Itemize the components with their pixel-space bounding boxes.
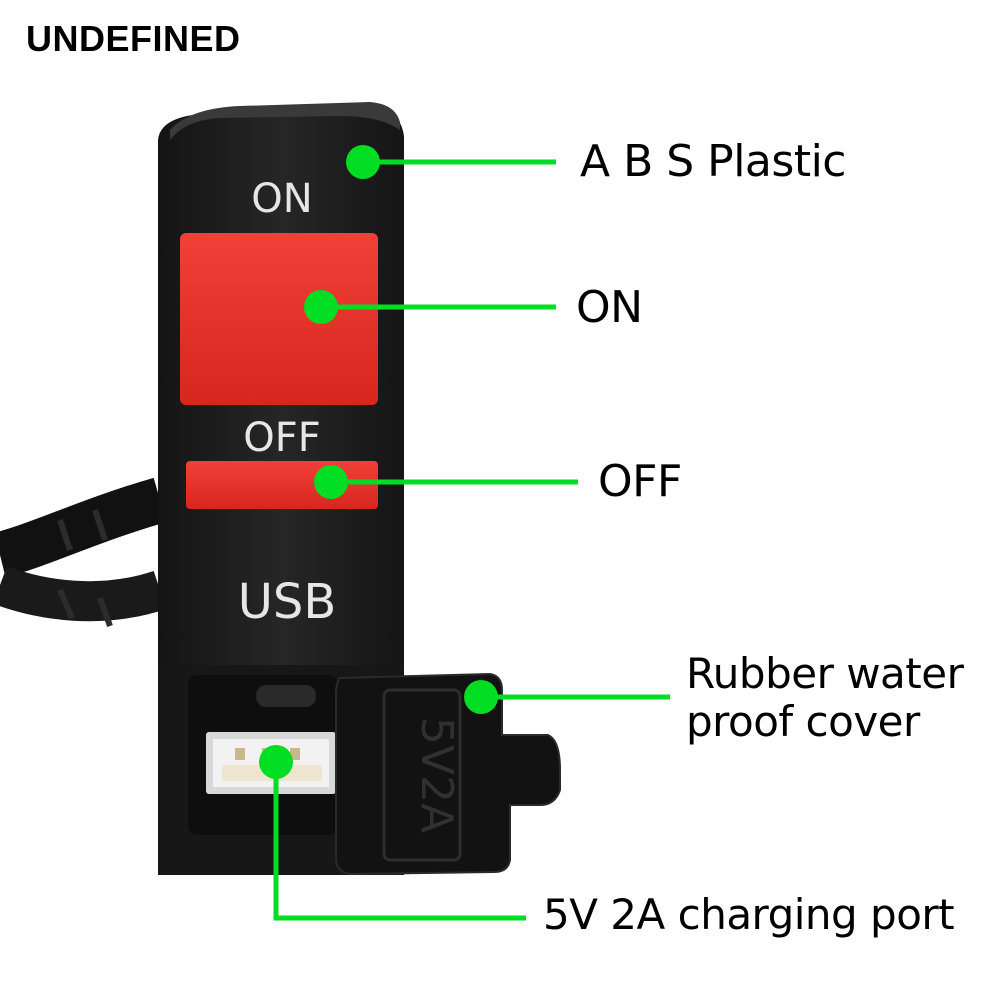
on-button[interactable] — [180, 233, 378, 405]
callout-on: ON — [576, 282, 643, 333]
on-marking: ON — [251, 176, 312, 222]
pointer-on — [304, 290, 556, 324]
callout-cover-line2: proof cover — [686, 697, 920, 746]
rubber-cover[interactable]: 5V2A — [335, 672, 561, 876]
led-indicator — [256, 685, 316, 707]
off-marking: OFF — [243, 415, 321, 461]
pointer-cover — [464, 680, 670, 714]
brand-name: UNDEFINED — [26, 18, 241, 59]
usb-marking: USB — [238, 574, 337, 630]
off-button[interactable] — [186, 461, 378, 509]
cable — [0, 477, 167, 628]
pointer-port — [259, 745, 526, 921]
callout-off: OFF — [598, 456, 682, 507]
callout-port: 5V 2A charging port — [543, 890, 955, 939]
callout-material: A B S Plastic — [580, 136, 847, 187]
callout-cover-line1: Rubber water — [686, 649, 964, 698]
pointer-off — [314, 465, 578, 499]
cover-print: 5V2A — [411, 717, 462, 833]
pointer-material — [346, 145, 556, 179]
callout-cover: Rubber water proof cover — [686, 649, 964, 746]
